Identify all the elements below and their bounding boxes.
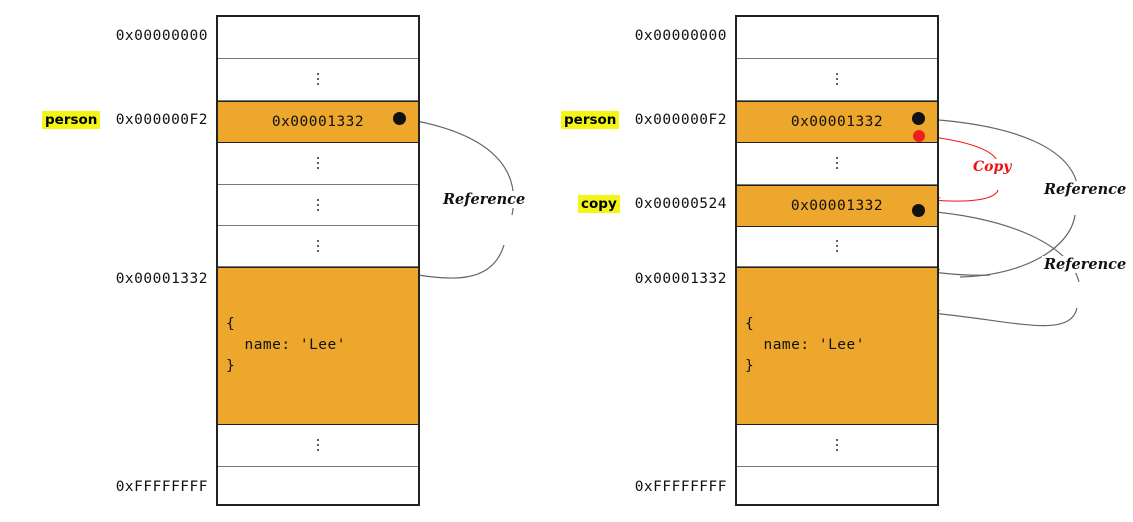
address-label-0x00001332: 0x00001332 [115, 271, 208, 287]
memory-table-before-copy: ⋮ 0x00001332 ⋮ ⋮ ⋮ { name: 'Lee' } ⋮ [216, 15, 420, 506]
memory-row-7: ⋮ [218, 425, 418, 467]
ellipsis-icon: ⋮ [311, 237, 325, 255]
memory-row-3: ⋮ [218, 143, 418, 185]
pointer-dot-copy [912, 204, 925, 217]
variable-label-copy: copy [578, 195, 620, 213]
annotation-reference-2: Reference [1042, 256, 1129, 273]
memory-row-1: ⋮ [737, 59, 937, 101]
memory-row-5: ⋮ [737, 227, 937, 267]
memory-row-copy: 0x00001332 [737, 185, 937, 227]
memory-row-person: 0x00001332 [737, 101, 937, 143]
memory-cell-value: 0x00001332 [271, 114, 365, 130]
address-label-0x000000F2: 0x000000F2 [634, 112, 727, 128]
variable-label-person: person [42, 111, 101, 129]
memory-row-4: ⋮ [218, 185, 418, 226]
memory-cell-value: 0x00001332 [790, 114, 884, 130]
ellipsis-icon: ⋮ [830, 436, 844, 455]
ellipsis-icon: ⋮ [311, 154, 325, 173]
object-literal-text: { name: 'Lee' } [226, 316, 346, 375]
variable-label-person: person [561, 111, 620, 129]
address-label-0x00000000: 0x00000000 [634, 28, 727, 44]
memory-row-5: ⋮ [218, 226, 418, 267]
copy-source-dot [913, 130, 925, 142]
address-label-0x000000F2: 0x000000F2 [115, 112, 208, 128]
annotation-reference-left: Reference [441, 191, 528, 208]
address-label-0xFFFFFFFF: 0xFFFFFFFF [115, 479, 208, 495]
memory-row-3: ⋮ [737, 143, 937, 185]
arrow-left-reference-tail [410, 244, 505, 280]
annotation-copy: Copy [971, 159, 1014, 175]
memory-table-after-copy: ⋮ 0x00001332 ⋮ 0x00001332 ⋮ { name: 'Lee… [735, 15, 939, 506]
arrow-right-reference-1-head [930, 269, 991, 277]
ellipsis-icon: ⋮ [830, 154, 844, 173]
pointer-dot-person [912, 112, 925, 125]
address-label-0x00000000: 0x00000000 [115, 28, 208, 44]
address-label-0x00000524: 0x00000524 [634, 196, 727, 212]
memory-row-person: 0x00001332 [218, 101, 418, 143]
arrow-right-reference-1 [924, 118, 1079, 189]
arrow-copy-red-lower [931, 189, 999, 205]
arrow-right-reference-2-tail [930, 307, 1078, 327]
memory-cell-value: 0x00001332 [790, 198, 884, 214]
address-label-0xFFFFFFFF: 0xFFFFFFFF [634, 479, 727, 495]
memory-row-object: { name: 'Lee' } [218, 267, 418, 425]
memory-row-0 [737, 17, 937, 59]
memory-row-8 [737, 467, 937, 504]
ellipsis-icon: ⋮ [311, 436, 325, 455]
ellipsis-icon: ⋮ [830, 70, 844, 89]
memory-row-7: ⋮ [737, 425, 937, 467]
memory-row-1: ⋮ [218, 59, 418, 101]
ellipsis-icon: ⋮ [830, 237, 844, 256]
annotation-reference-1: Reference [1042, 181, 1129, 198]
ellipsis-icon: ⋮ [311, 70, 325, 89]
object-literal-text: { name: 'Lee' } [745, 316, 865, 375]
pointer-dot-person [393, 112, 406, 125]
address-label-0x00001332: 0x00001332 [634, 271, 727, 287]
ellipsis-icon: ⋮ [311, 196, 325, 214]
memory-row-0 [218, 17, 418, 59]
memory-row-8 [218, 467, 418, 504]
memory-row-object: { name: 'Lee' } [737, 267, 937, 425]
